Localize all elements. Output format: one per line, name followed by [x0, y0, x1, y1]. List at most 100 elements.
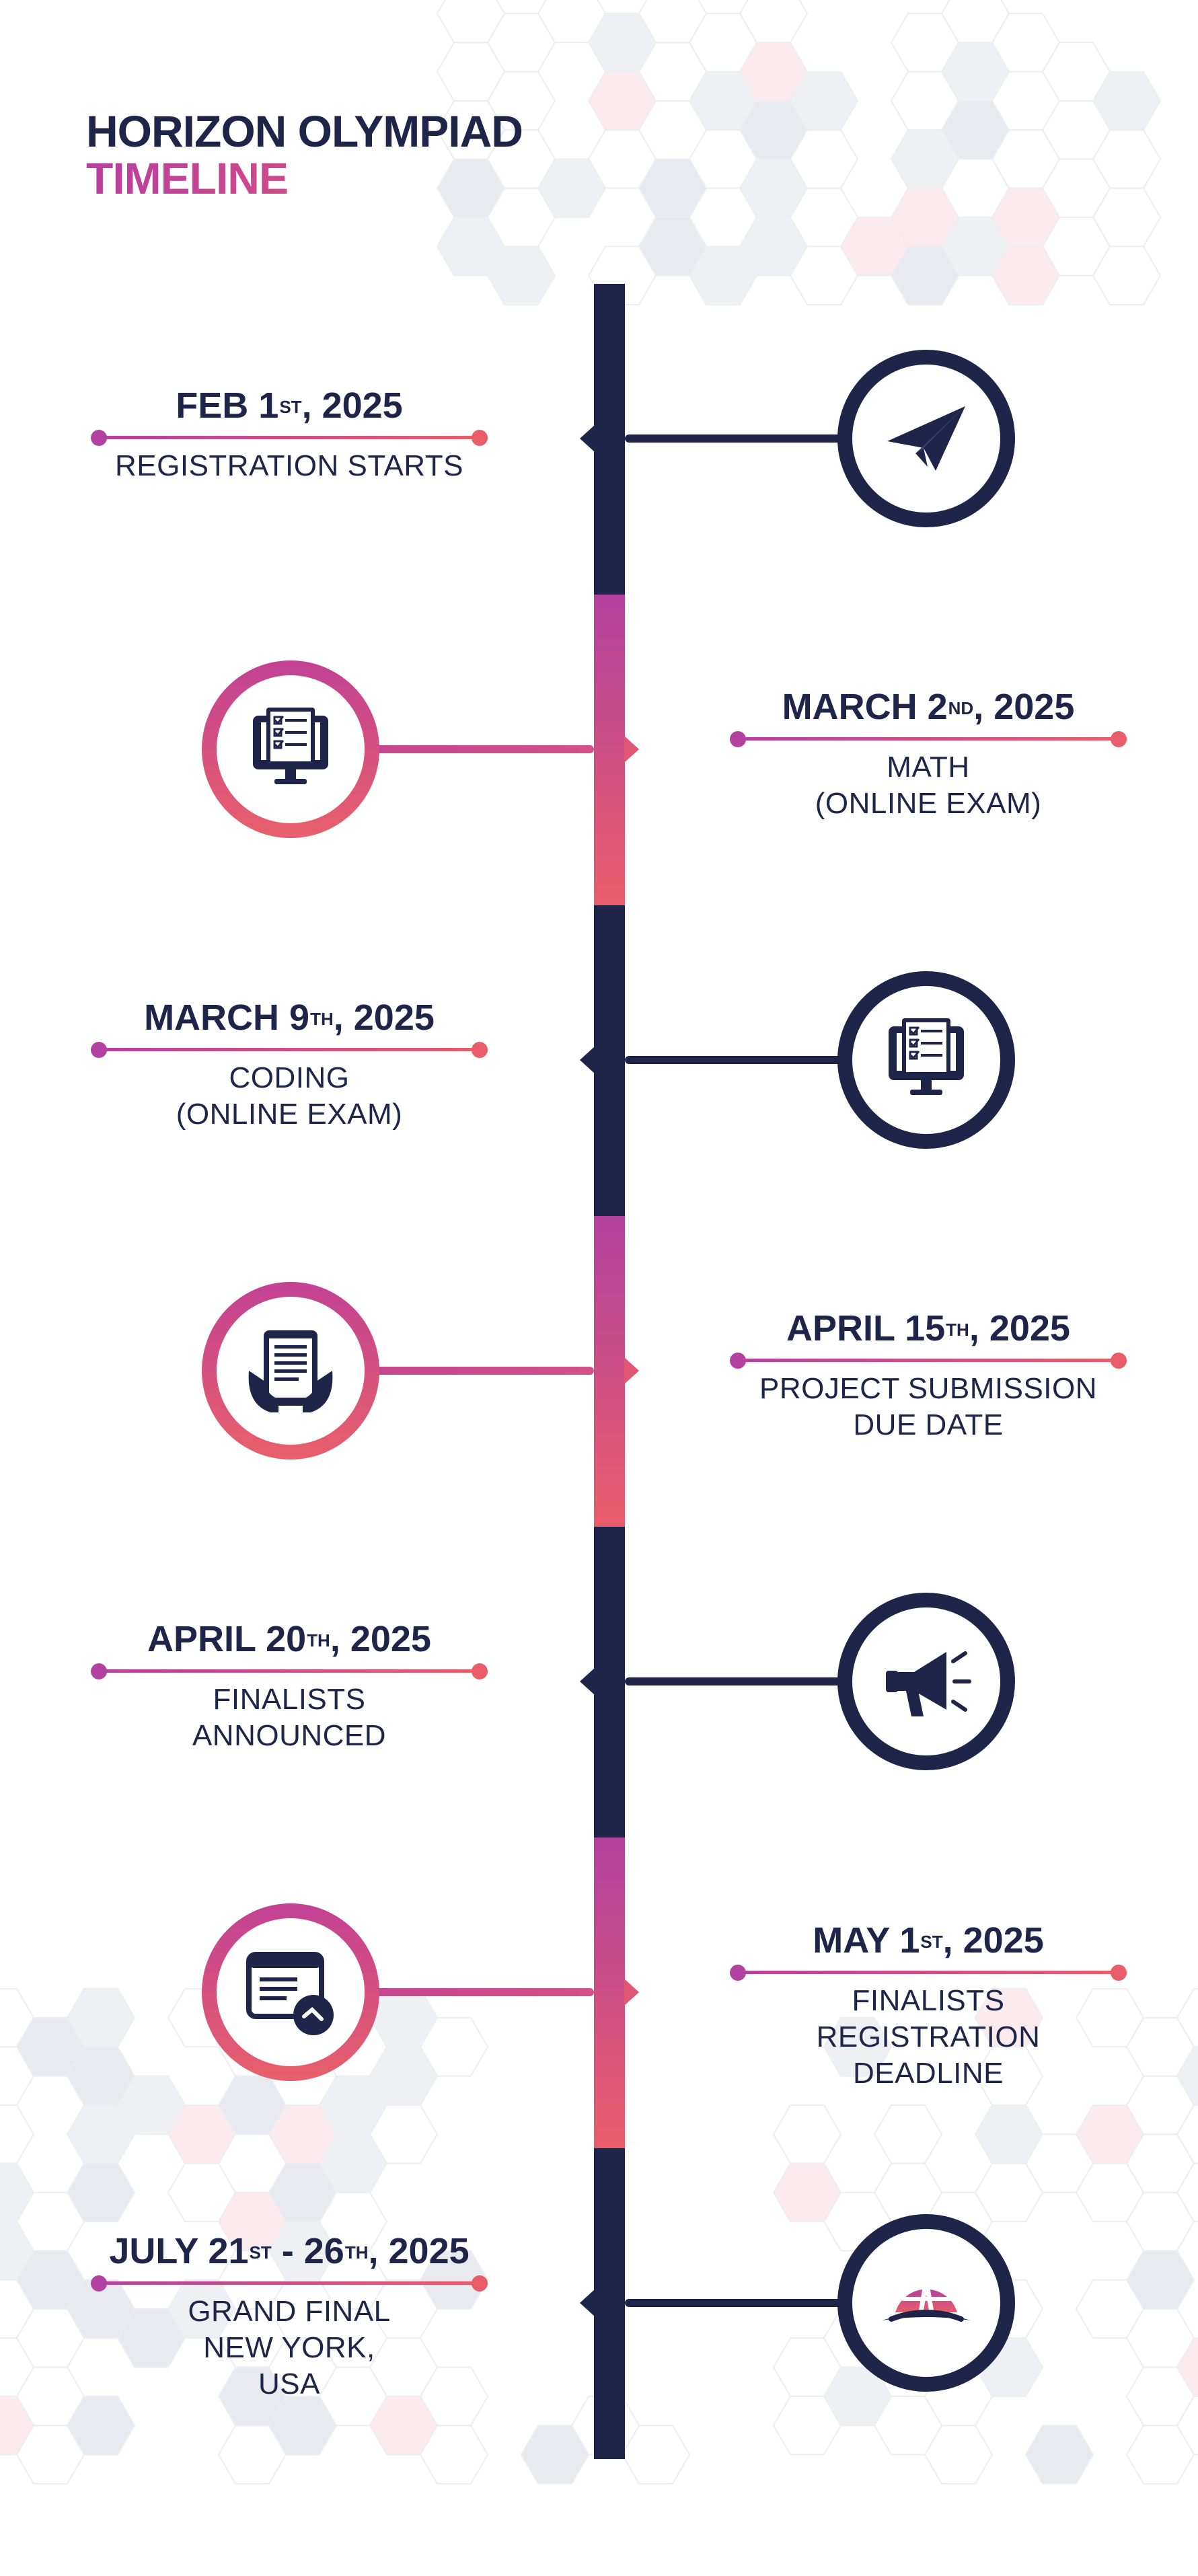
- event-icon-circle: [837, 350, 1015, 527]
- spine-segment: [594, 905, 625, 1216]
- background-hexagon: [419, 2425, 489, 2485]
- event-description-line: GRAND FINAL: [188, 2295, 391, 2328]
- background-hexagon: [1176, 2337, 1198, 2397]
- event-description-line: REGISTRATION STARTS: [115, 449, 463, 482]
- background-hexagon: [419, 2250, 489, 2310]
- background-hexagon: [486, 245, 556, 305]
- date-underline: [91, 1041, 488, 1058]
- date-part: , 2025: [301, 385, 403, 426]
- connector-line: [625, 434, 844, 443]
- event-description-line: REGISTRATION: [816, 2020, 1041, 2053]
- background-hexagon: [369, 2104, 439, 2164]
- megaphone-icon: [879, 1634, 973, 1729]
- background-hexagon: [66, 2395, 136, 2456]
- date-part: - 26: [271, 2231, 344, 2271]
- event-description: REGISTRATION STARTS: [87, 448, 491, 484]
- background-hexagon: [66, 2162, 136, 2223]
- background-hexagon: [1176, 1987, 1198, 2048]
- background-hexagon: [924, 2425, 994, 2485]
- date-ordinal-suffix: ND: [948, 698, 974, 718]
- date-ordinal-suffix: TH: [946, 1320, 969, 1340]
- date-underline: [730, 1964, 1127, 1981]
- connector-line: [625, 1056, 844, 1064]
- background-hexagon: [1176, 2046, 1198, 2106]
- background-hexagon: [1092, 245, 1162, 305]
- date-ordinal-suffix: ST: [279, 397, 302, 417]
- date-ordinal-suffix: TH: [307, 1630, 330, 1651]
- spine-notch: [580, 1047, 595, 1073]
- date-ordinal-suffix: ST: [920, 1932, 943, 1952]
- event-icon-circle: [837, 2214, 1015, 2392]
- event-description-line: NEW YORK,: [203, 2331, 375, 2364]
- spine-notch: [580, 1668, 595, 1695]
- background-hexagon: [419, 2017, 489, 2077]
- date-underline: [91, 2275, 488, 2291]
- spine-notch: [624, 736, 639, 763]
- event-description-line: CODING: [229, 1061, 350, 1094]
- date-part: MAY 1: [813, 1920, 920, 1961]
- event-date: MARCH 2ND, 2025: [726, 686, 1130, 728]
- date-part: JULY 21: [109, 2231, 249, 2271]
- date-part: , 2025: [368, 2231, 470, 2271]
- spine-segment: [594, 284, 625, 595]
- event-description-line: FINALISTS: [213, 1683, 366, 1716]
- connector-line: [373, 1988, 594, 1996]
- event-description-line: USA: [258, 2367, 320, 2400]
- date-part: MARCH 9: [144, 997, 310, 1038]
- background-hexagon: [1176, 2395, 1198, 2456]
- browser-clock-icon: [244, 1945, 338, 2039]
- event-icon-circle: [837, 1593, 1015, 1770]
- background-hexagon: [1176, 2162, 1198, 2223]
- event-description: MATH(ONLINE EXAM): [726, 749, 1130, 822]
- event-icon-circle: [202, 660, 379, 838]
- date-underline: [91, 1663, 488, 1679]
- page-title: HORIZON OLYMPIAD TIMELINE: [86, 108, 523, 202]
- event-icon-circle: [837, 971, 1015, 1149]
- spine-notch: [580, 425, 595, 452]
- spine-segment: [594, 1527, 625, 1838]
- event-date: APRIL 20TH, 2025: [87, 1618, 491, 1660]
- event-date: APRIL 15TH, 2025: [726, 1308, 1130, 1349]
- spine-notch: [624, 1979, 639, 2006]
- timeline-spine: [580, 284, 639, 2459]
- spine-notch: [580, 2289, 595, 2316]
- monitor-checklist-icon: [244, 702, 338, 796]
- date-part: , 2025: [333, 997, 435, 1038]
- event-description-line: DEADLINE: [852, 2057, 1004, 2090]
- connector-line: [373, 1367, 594, 1375]
- event-date: FEB 1ST, 2025: [87, 385, 491, 426]
- title-line-2: TIMELINE: [86, 155, 523, 202]
- date-underline: [91, 429, 488, 446]
- background-hexagon: [823, 2017, 893, 2077]
- date-ordinal-suffix: TH: [310, 1009, 334, 1029]
- date-part: , 2025: [969, 1308, 1070, 1349]
- background-hexagon: [1176, 2104, 1198, 2164]
- title-line-1: HORIZON OLYMPIAD: [86, 106, 523, 156]
- date-part: , 2025: [973, 687, 1075, 727]
- connector-line: [625, 2299, 844, 2307]
- connector-line: [625, 1677, 844, 1685]
- spine-notch: [624, 1357, 639, 1384]
- event-description-line: ANNOUNCED: [192, 1719, 387, 1752]
- monitor-checklist-icon: [879, 1013, 973, 1107]
- date-ordinal-suffix: ST: [249, 2242, 272, 2263]
- event-description-line: (ONLINE EXAM): [815, 787, 1042, 820]
- globe-icon: [879, 2256, 973, 2350]
- event-description-line: PROJECT SUBMISSION: [759, 1372, 1098, 1405]
- date-part: APRIL 15: [786, 1308, 946, 1349]
- date-underline: [730, 730, 1127, 747]
- date-part: , 2025: [330, 1619, 431, 1659]
- date-ordinal-suffix: TH: [344, 2242, 369, 2263]
